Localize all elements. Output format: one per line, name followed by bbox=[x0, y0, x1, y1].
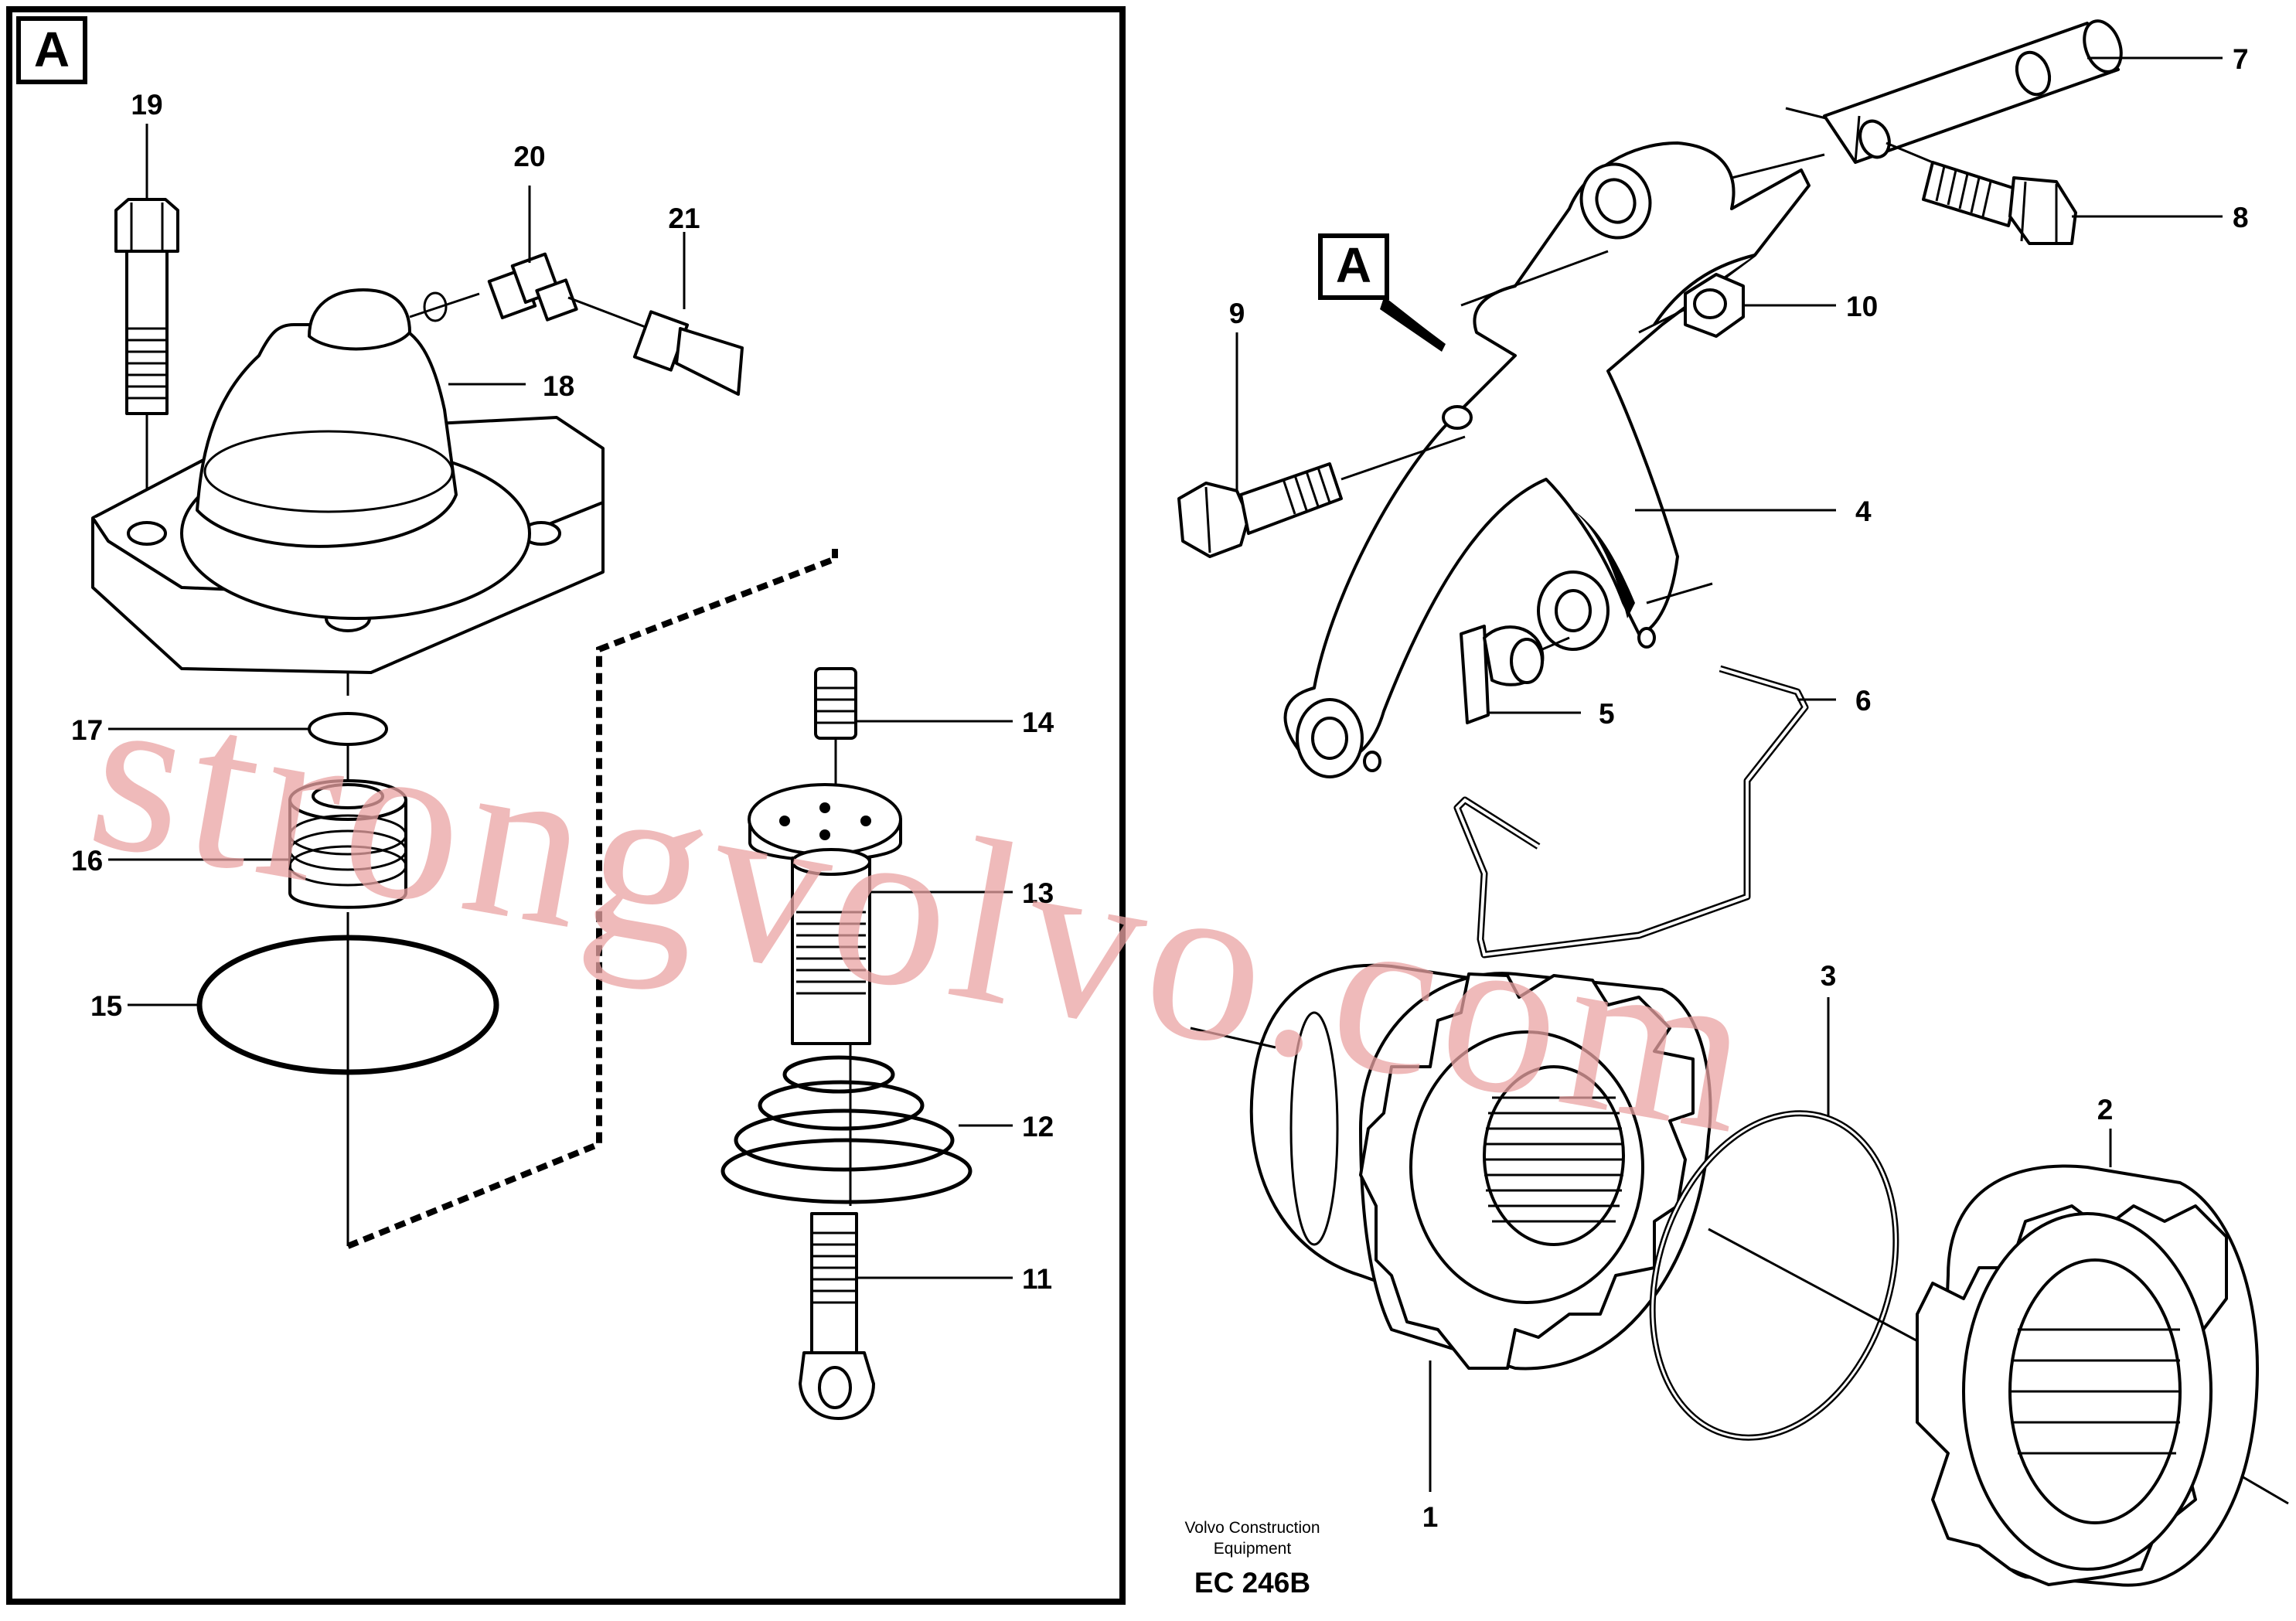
label-17: 17 bbox=[71, 714, 103, 746]
caption: Volvo Construction Equipment EC 246B bbox=[1184, 1519, 1320, 1599]
gear-ring-2 bbox=[1916, 1129, 2289, 1587]
label-13: 13 bbox=[1022, 877, 1054, 909]
valve-insert-16 bbox=[288, 779, 407, 909]
bolt-8 bbox=[1886, 141, 2077, 245]
label-6: 6 bbox=[1855, 685, 1872, 717]
label-14: 14 bbox=[1022, 707, 1054, 738]
caption-company-line2: Equipment bbox=[1214, 1540, 1292, 1558]
label-10: 10 bbox=[1846, 291, 1878, 322]
watermark: strongvolvo.com bbox=[75, 639, 1776, 1183]
elbow-fitting-20 bbox=[409, 252, 650, 330]
assembly-dashed-path bbox=[346, 549, 838, 1249]
label-2: 2 bbox=[2097, 1094, 2114, 1126]
callout-label: A bbox=[1336, 237, 1371, 293]
label-7: 7 bbox=[2233, 43, 2249, 75]
label-12: 12 bbox=[1022, 1111, 1054, 1143]
cover-18 bbox=[91, 288, 605, 674]
spring-12 bbox=[720, 1055, 973, 1204]
label-20: 20 bbox=[513, 141, 545, 172]
caption-code: EC 246B bbox=[1194, 1567, 1310, 1599]
frame-label: A bbox=[34, 22, 70, 77]
shaft-7 bbox=[1731, 19, 2123, 179]
detail-frame-a: A bbox=[6, 6, 1126, 1605]
label-19: 19 bbox=[131, 89, 162, 121]
pin-5 bbox=[1460, 625, 1570, 724]
label-16: 16 bbox=[71, 845, 103, 877]
label-21: 21 bbox=[668, 203, 700, 234]
hose-21 bbox=[632, 232, 744, 396]
snap-ring-3 bbox=[1649, 997, 1926, 1441]
caption-company-line1: Volvo Construction bbox=[1184, 1519, 1320, 1537]
screw-14 bbox=[814, 667, 857, 785]
label-4: 4 bbox=[1855, 495, 1872, 527]
shift-fork-4 bbox=[1283, 141, 1811, 778]
label-11: 11 bbox=[1022, 1263, 1052, 1295]
part-number-labels: 19 20 21 18 17 16 15 14 13 12 11 7 8 10 … bbox=[71, 43, 2249, 1533]
label-1: 1 bbox=[1422, 1501, 1439, 1533]
bolt-9 bbox=[1177, 435, 1466, 558]
piston-13 bbox=[748, 783, 902, 1045]
leaders-detail bbox=[108, 124, 1013, 1279]
rod-eye-11 bbox=[799, 1212, 875, 1420]
label-3: 3 bbox=[1821, 960, 1837, 992]
label-8: 8 bbox=[2233, 202, 2249, 233]
leaders-main bbox=[1235, 56, 2223, 714]
callout-a: A bbox=[1318, 233, 1446, 352]
label-9: 9 bbox=[1229, 298, 1245, 329]
nut-10 bbox=[1638, 273, 1745, 338]
label-5: 5 bbox=[1599, 698, 1615, 730]
label-15: 15 bbox=[90, 990, 122, 1022]
label-18: 18 bbox=[543, 370, 574, 402]
